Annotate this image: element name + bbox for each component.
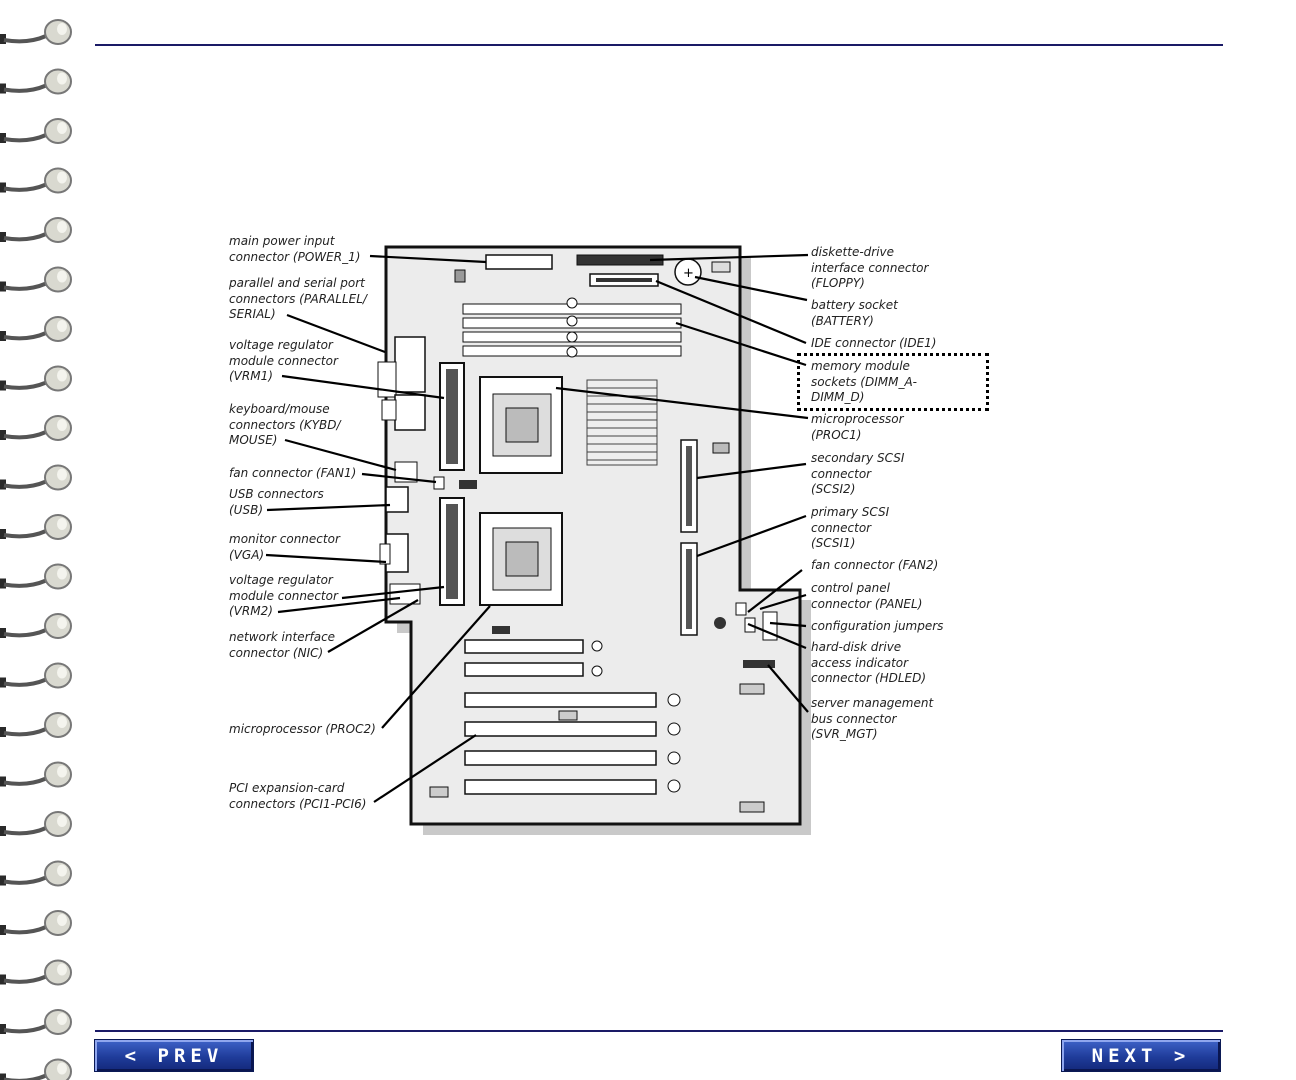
- spiral-ring: [0, 68, 72, 95]
- label-pci: PCI expansion-card connectors (PCI1-PCI6…: [229, 781, 367, 811]
- label-panel: control panel connector (PANEL): [811, 581, 923, 611]
- label-parallel-serial: parallel and serial port connectors (PAR…: [229, 276, 367, 321]
- label-dimm: memory module sockets (DIMM_A- DIMM_D): [811, 359, 918, 404]
- top-rule: [95, 44, 1223, 46]
- label-vrm2: voltage regulator module connector (VRM2…: [229, 573, 338, 618]
- spiral-ring: [0, 563, 72, 590]
- bottom-rule: [95, 1030, 1223, 1032]
- pci-slots: [464, 639, 657, 795]
- spiral-ring: [0, 761, 72, 788]
- label-hdled: hard-disk drive access indicator connect…: [811, 640, 927, 685]
- label-fan1: fan connector (FAN1): [229, 466, 357, 480]
- spiral-ring: [0, 415, 72, 441]
- spiral-ring: [0, 712, 72, 738]
- label-scsi1: primary SCSI connector (SCSI1): [811, 505, 890, 550]
- label-ide: IDE connector (IDE1): [811, 336, 937, 350]
- label-floppy: diskette-drive interface connector (FLOP…: [811, 245, 929, 290]
- spiral-ring: [0, 959, 72, 986]
- label-proc2: microprocessor (PROC2): [229, 722, 376, 736]
- label-vga: monitor connector (VGA): [229, 532, 340, 562]
- svg-text:+: +: [683, 266, 694, 281]
- spiral-ring: [0, 613, 72, 639]
- spiral-ring: [0, 1058, 72, 1080]
- label-jumpers: configuration jumpers: [811, 619, 944, 633]
- label-proc1: microprocessor (PROC1): [811, 412, 904, 442]
- label-battery: battery socket (BATTERY): [811, 298, 898, 328]
- spiral-ring: [0, 266, 72, 293]
- prev-button[interactable]: < PREV: [94, 1039, 254, 1072]
- label-power: main power input connector (POWER_1): [229, 234, 361, 264]
- spiral-ring: [0, 464, 72, 491]
- label-svr-mgt: server management bus connector (SVR_MGT…: [811, 696, 934, 741]
- next-button[interactable]: NEXT >: [1061, 1039, 1221, 1072]
- spiral-ring: [0, 860, 72, 887]
- spiral-ring: [0, 316, 72, 342]
- spiral-ring: [0, 811, 72, 837]
- label-nic: network interface connector (NIC): [229, 630, 336, 660]
- spiral-ring: [0, 662, 72, 689]
- dimm-highlight-box: [797, 353, 989, 411]
- spiral-ring: [0, 217, 72, 243]
- label-usb: USB connectors (USB): [229, 487, 324, 517]
- spiral-ring: [0, 167, 72, 194]
- proc2-socket: [479, 512, 563, 606]
- spiral-ring: [0, 910, 72, 936]
- power-connector: [485, 254, 553, 270]
- label-scsi2: secondary SCSI connector (SCSI2): [811, 451, 905, 496]
- dimm-sockets: [462, 297, 682, 358]
- spiral-binding: [0, 19, 72, 1080]
- spiral-ring: [0, 365, 72, 392]
- proc1-socket: [479, 376, 563, 474]
- spiral-ring: [0, 19, 72, 45]
- spiral-ring: [0, 1009, 72, 1035]
- label-fan2: fan connector (FAN2): [811, 558, 939, 572]
- spiral-ring: [0, 118, 72, 144]
- spiral-ring: [0, 514, 72, 540]
- label-vrm1: voltage regulator module connector (VRM1…: [229, 338, 338, 383]
- leader-lines: [265, 253, 809, 803]
- label-keyboard-mouse: keyboard/mouse connectors (KYBD/ MOUSE): [229, 402, 341, 447]
